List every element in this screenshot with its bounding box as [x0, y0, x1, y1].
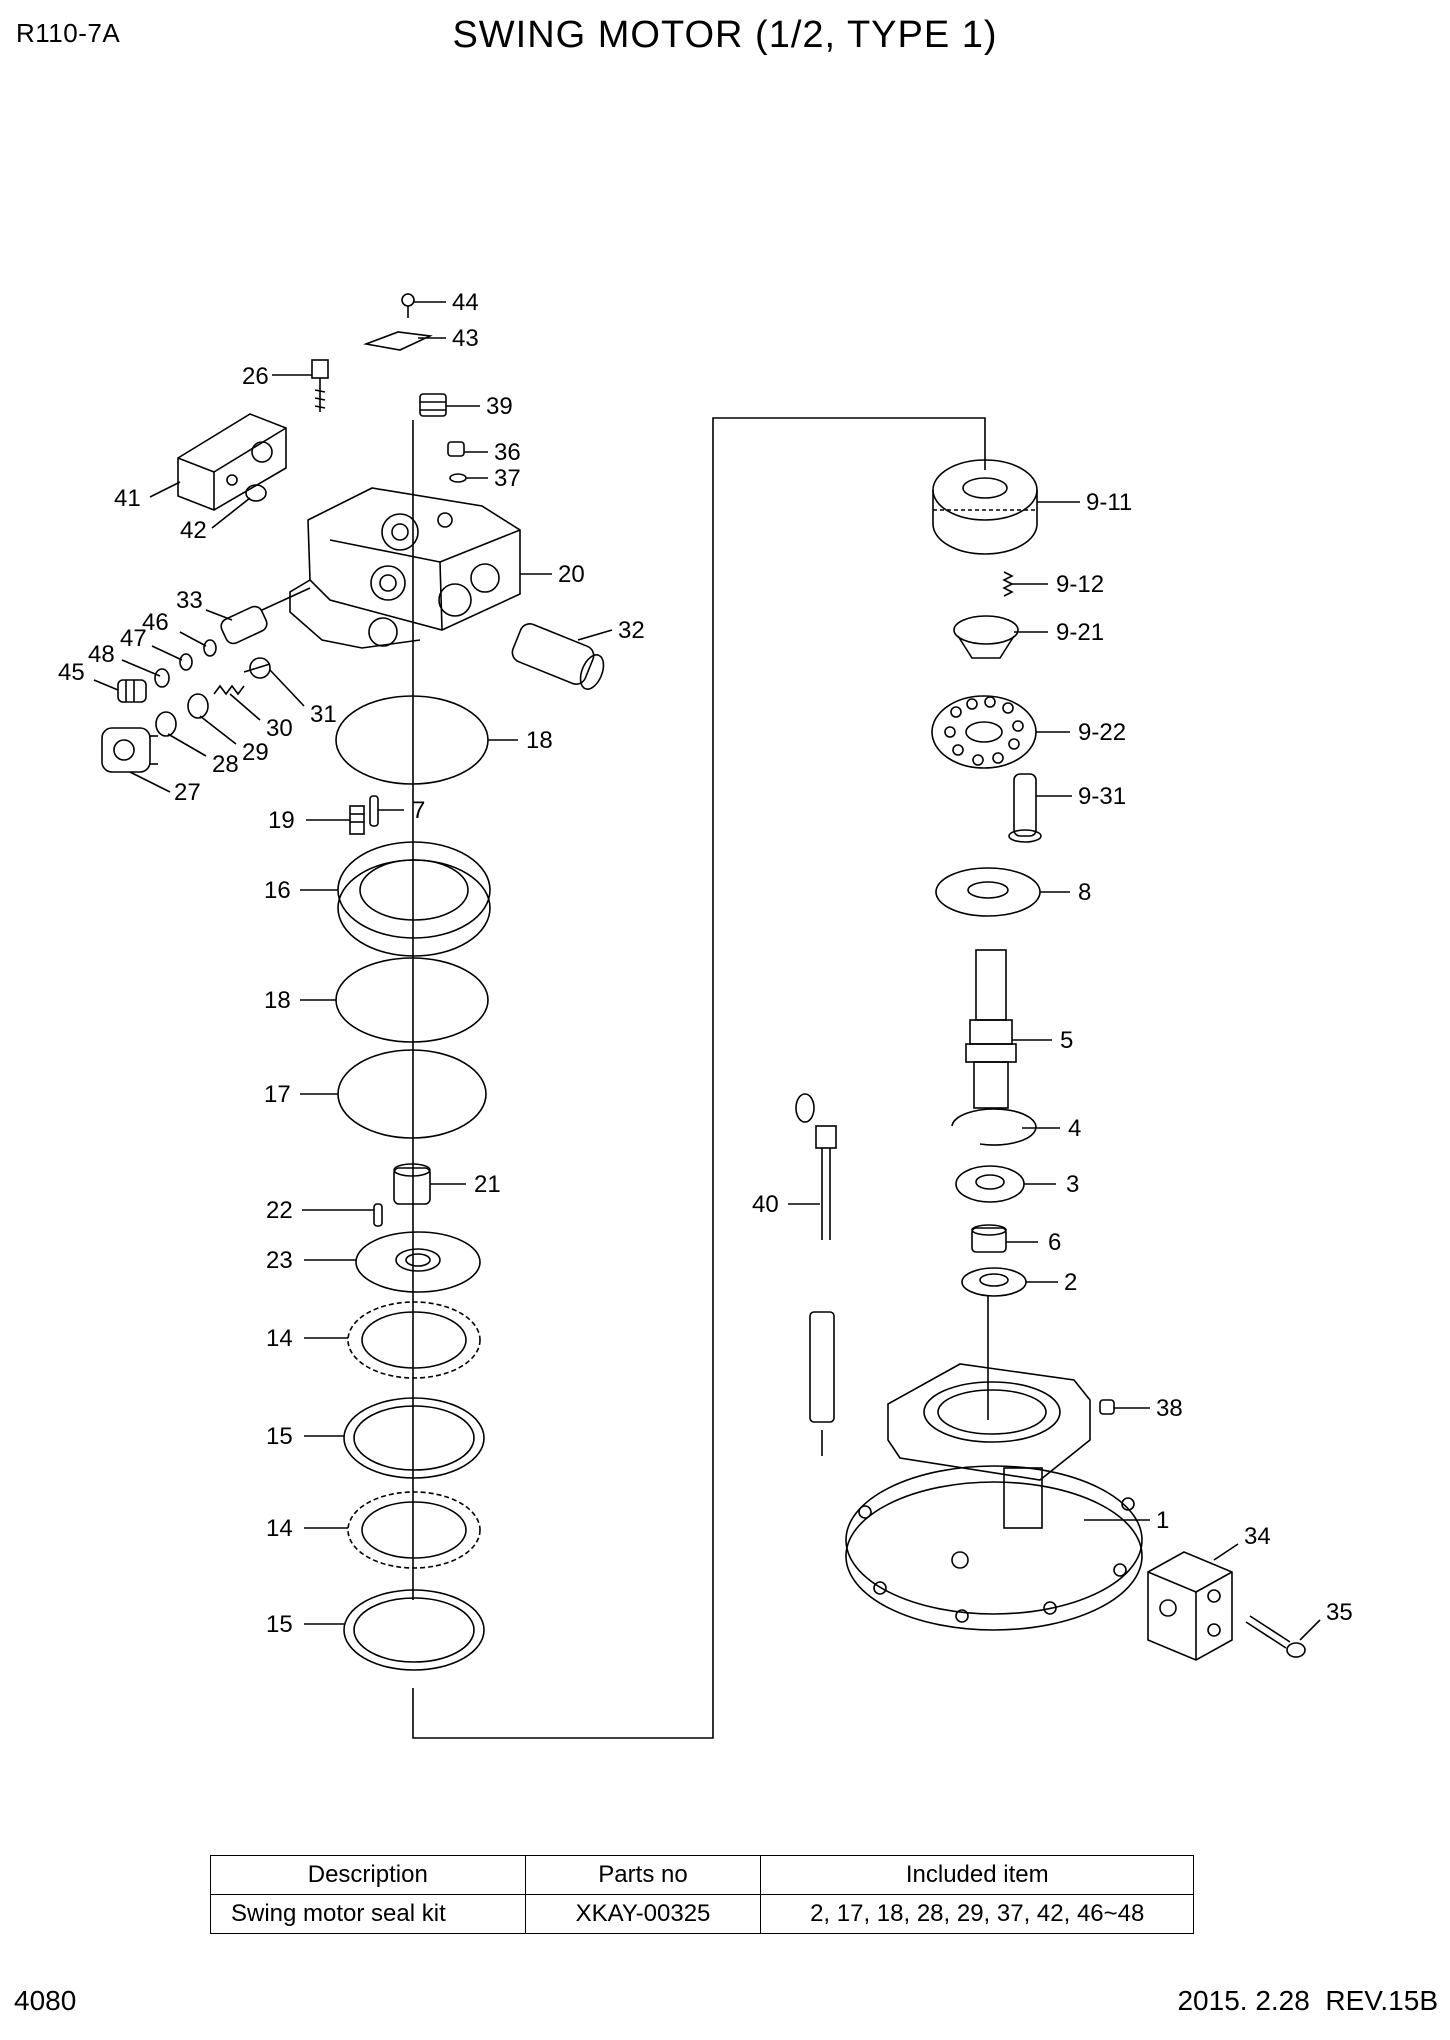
connector-line	[412, 417, 986, 1739]
cell-included-item: 2, 17, 18, 28, 29, 37, 42, 46~48	[760, 1894, 1194, 1934]
callout-46: 46	[142, 609, 169, 636]
callout-4: 4	[1068, 1115, 1081, 1142]
callout-36: 36	[494, 439, 521, 466]
page-title: SWING MOTOR (1/2, TYPE 1)	[452, 14, 998, 56]
callout-2: 2	[1064, 1269, 1077, 1296]
callout-14-a: 14	[266, 1325, 293, 1352]
callout-8: 8	[1078, 879, 1091, 906]
callout-15-a: 15	[266, 1423, 293, 1450]
callout-9-22: 9-22	[1078, 719, 1126, 746]
callout-44: 44	[452, 289, 479, 316]
callout-41: 41	[114, 485, 141, 512]
callout-48: 48	[88, 641, 115, 668]
callout-33: 33	[176, 587, 203, 614]
callout-47: 47	[120, 625, 147, 652]
callout-35: 35	[1326, 1599, 1353, 1626]
column-header-parts-no: Parts no	[524, 1855, 762, 1895]
callout-43: 43	[452, 325, 479, 352]
callout-45: 45	[58, 659, 85, 686]
callout-9-21: 9-21	[1056, 619, 1104, 646]
callout-32: 32	[618, 617, 645, 644]
callout-37: 37	[494, 465, 521, 492]
callout-5: 5	[1060, 1027, 1073, 1054]
callout-39: 39	[486, 393, 513, 420]
callout-17: 17	[264, 1081, 291, 1108]
table-header-row: Description Parts no Included item	[210, 1855, 1194, 1895]
callout-3: 3	[1066, 1171, 1079, 1198]
callout-15-b: 15	[266, 1611, 293, 1638]
callout-9-31: 9-31	[1078, 783, 1126, 810]
table-row: Swing motor seal kit XKAY-00325 2, 17, 1…	[210, 1894, 1194, 1934]
callout-7: 7	[412, 797, 425, 824]
callout-23: 23	[266, 1247, 293, 1274]
callout-21: 21	[474, 1171, 501, 1198]
revision-date: 2015. 2.28 REV.15B	[1177, 1985, 1438, 2016]
callout-20: 20	[558, 561, 585, 588]
callout-18-top: 18	[526, 727, 553, 754]
cell-parts-no: XKAY-00325	[524, 1894, 762, 1934]
callout-6: 6	[1048, 1229, 1061, 1256]
callout-22: 22	[266, 1197, 293, 1224]
callout-1: 1	[1156, 1507, 1169, 1534]
callout-26: 26	[242, 363, 269, 390]
callout-28: 28	[212, 751, 239, 778]
callout-9-12: 9-12	[1056, 571, 1104, 598]
callout-34: 34	[1244, 1523, 1271, 1550]
callout-14-b: 14	[266, 1515, 293, 1542]
callout-29: 29	[242, 739, 269, 766]
callout-9-11: 9-11	[1086, 489, 1132, 516]
callout-31: 31	[310, 701, 337, 728]
callout-16: 16	[264, 877, 291, 904]
page-number: 4080	[14, 1985, 77, 2016]
callout-42: 42	[180, 517, 207, 544]
callout-40: 40	[752, 1191, 779, 1218]
callout-30: 30	[266, 715, 293, 742]
callout-38: 38	[1156, 1395, 1183, 1422]
column-header-description: Description	[210, 1855, 526, 1895]
callout-27: 27	[174, 779, 201, 806]
callout-19: 19	[268, 807, 295, 834]
column-header-included-item: Included item	[760, 1855, 1194, 1895]
model-code: R110-7A	[16, 18, 121, 48]
cell-description: Swing motor seal kit	[210, 1894, 526, 1934]
callout-18-mid: 18	[264, 987, 291, 1014]
seal-kit-table: Description Parts no Included item Swing…	[210, 1855, 1194, 1934]
